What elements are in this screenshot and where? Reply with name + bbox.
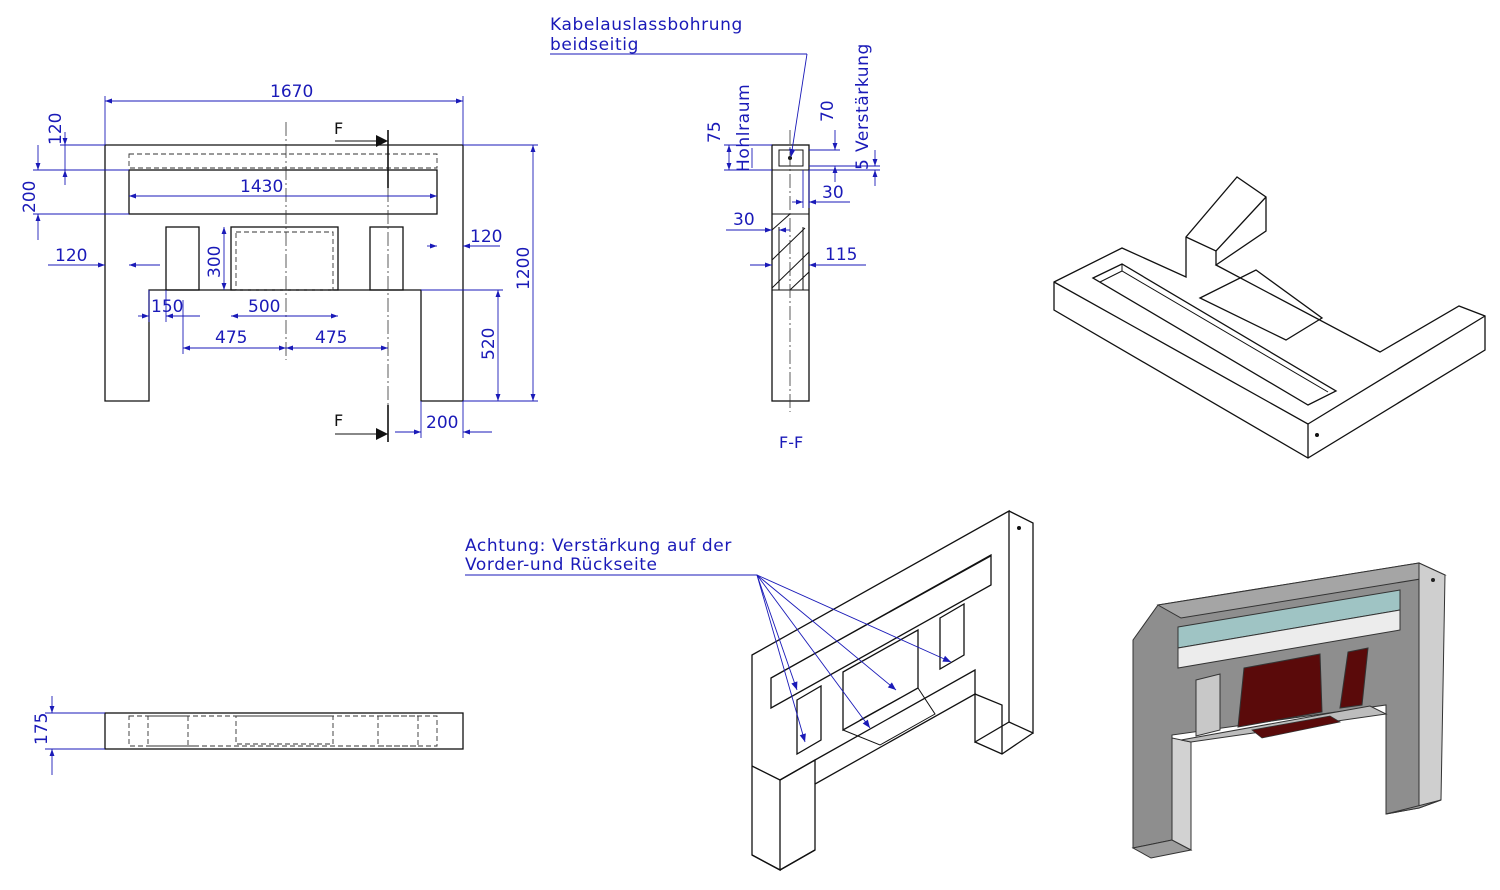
dim-leg-gap: 150: [151, 297, 183, 317]
front-dimensions: 1670 120 200 1430 120 120 300 1200: [20, 82, 538, 438]
dim-left-offset: 120: [55, 246, 87, 266]
cable-note-line1: Kabelauslassbohrung: [550, 15, 743, 35]
dim-shelf-height: 520: [479, 328, 499, 360]
dim-right-spacing: 475: [315, 328, 347, 348]
dim-right-offset: 120: [470, 227, 502, 247]
warning-line2: Vorder-und Rückseite: [465, 555, 658, 575]
top-view: 175: [32, 696, 464, 775]
warning-line1: Achtung: Verstärkung auf der: [465, 536, 732, 556]
dim-inner-height: 300: [205, 246, 225, 278]
dim-front-width: 1670: [270, 82, 313, 102]
label-hollow: Hohlraum: [734, 84, 754, 172]
dim-top-thickness: 120: [46, 113, 66, 145]
dim-depth: 115: [825, 245, 857, 265]
cable-note: Kabelauslassbohrung beidseitig: [550, 15, 808, 158]
dim-reinforce-5: 5: [853, 159, 873, 170]
dim-opening-height: 200: [20, 181, 40, 213]
cable-note-line2: beidseitig: [550, 35, 639, 55]
dim-total-height: 1200: [514, 247, 534, 290]
dim-reinforce-70: 70: [818, 100, 838, 122]
section-marker-top: F: [334, 119, 343, 138]
front-view: F F: [104, 119, 464, 442]
dim-opening-width: 1430: [240, 177, 283, 197]
dim-top-depth: 175: [32, 713, 52, 745]
iso-view-render: [1131, 562, 1447, 859]
section-marker-bottom: F: [334, 411, 343, 430]
section-dimensions: 75 Hohlraum 70 5 Verstärkung 30 30 115: [705, 43, 880, 268]
dim-leg-width: 200: [426, 413, 458, 433]
dim-hollow-height: 75: [705, 121, 725, 143]
label-reinforcement: Verstärkung: [853, 43, 873, 152]
section-title: F-F: [779, 433, 803, 452]
dim-offset-30-left: 30: [733, 210, 755, 230]
dim-left-spacing: 475: [215, 328, 247, 348]
iso-view-frame: Achtung: Verstärkung auf der Vorder-und …: [465, 509, 1034, 872]
dim-center-box: 500: [248, 297, 280, 317]
iso-view-top: [1053, 176, 1486, 459]
dim-offset-30-top: 30: [822, 183, 844, 203]
